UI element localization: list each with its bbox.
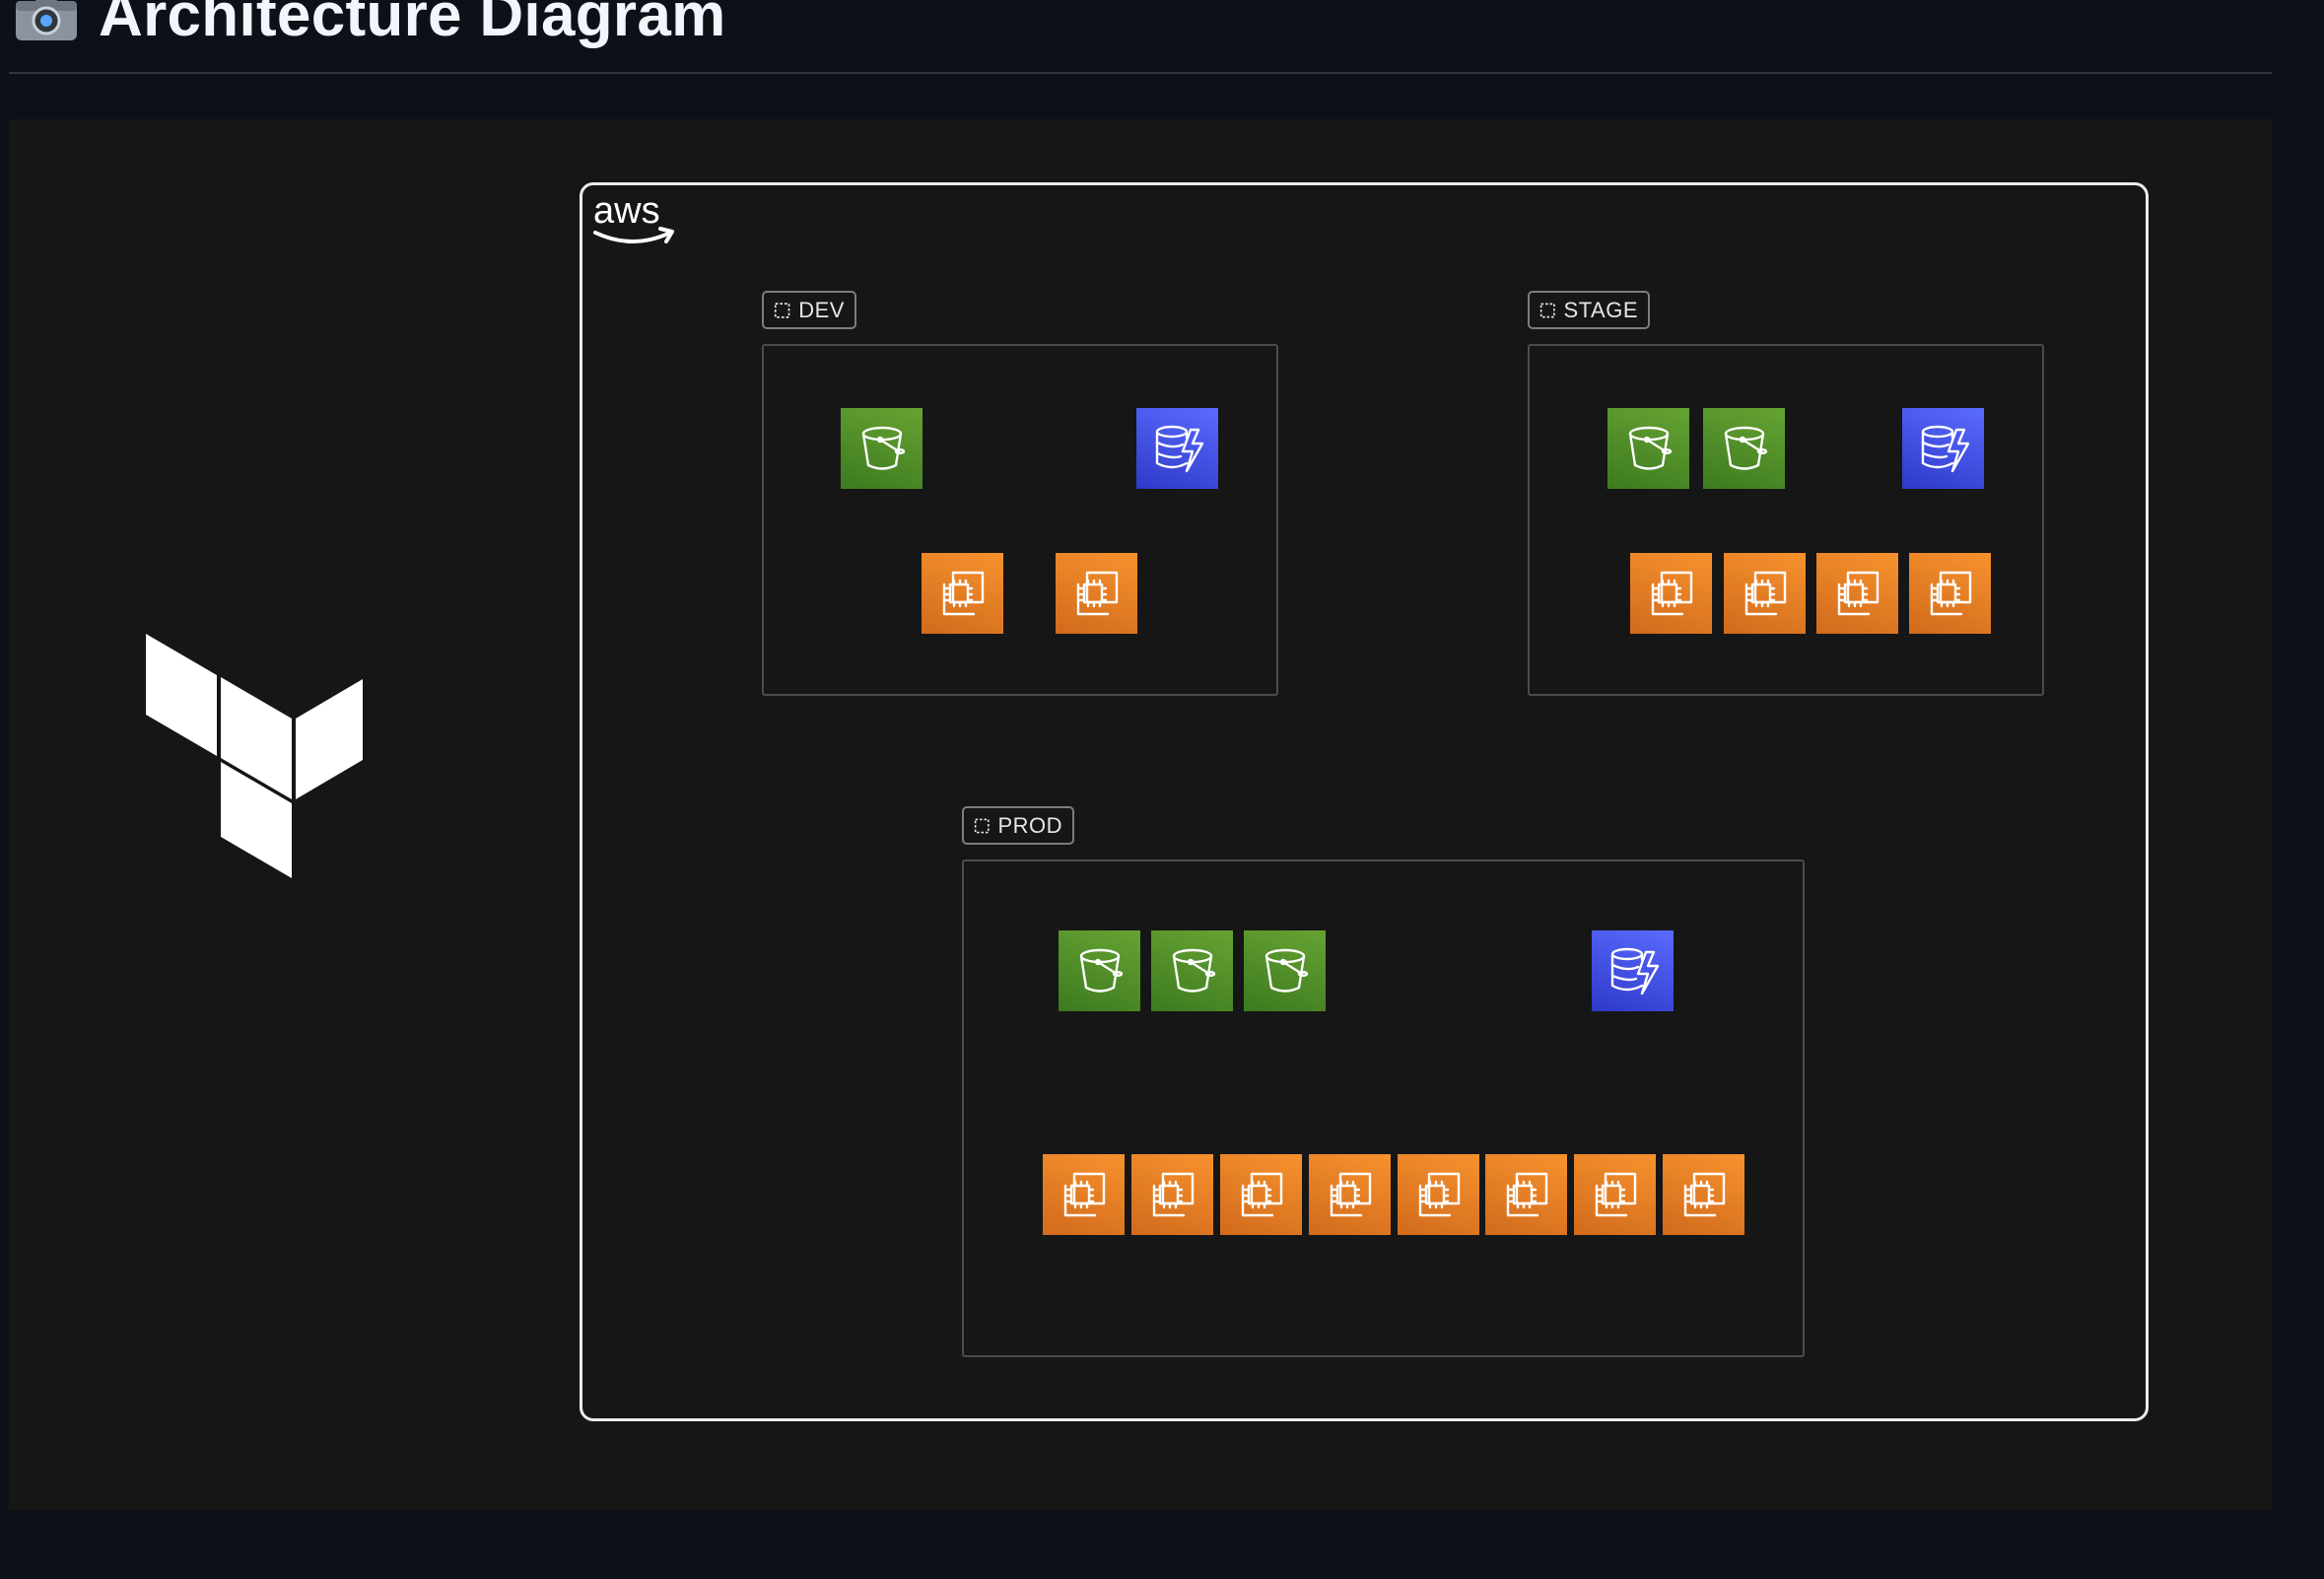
env-label-stage: STAGE: [1528, 291, 1650, 329]
ec2-instance-icon: [1663, 1154, 1744, 1235]
s3-bucket-icon: [1151, 930, 1233, 1011]
ec2-instance-icon: [1220, 1154, 1302, 1235]
camera-flash-icon: [14, 0, 79, 42]
ec2-instance-icon: [1816, 553, 1898, 634]
env-box-dev: [762, 344, 1278, 696]
env-box-stage: [1528, 344, 2044, 696]
env-label-text: DEV: [798, 297, 845, 322]
s3-bucket-icon: [1244, 930, 1326, 1011]
env-box-prod: [962, 859, 1805, 1357]
s3-bucket-icon: [841, 408, 923, 489]
s3-bucket-icon: [1703, 408, 1785, 489]
dynamodb-icon: [1902, 408, 1984, 489]
ec2-instance-icon: [1398, 1154, 1479, 1235]
aws-logo: aws: [593, 190, 674, 243]
env-label-dev: DEV: [762, 291, 856, 329]
env-label-text: STAGE: [1563, 297, 1638, 322]
env-label-text: PROD: [997, 812, 1062, 838]
env-label-prod: PROD: [962, 806, 1074, 845]
ec2-instance-icon: [1043, 1154, 1125, 1235]
aws-cloud-boundary: [580, 182, 2149, 1421]
dynamodb-icon: [1592, 930, 1674, 1011]
ec2-instance-icon: [1056, 553, 1137, 634]
ec2-instance-icon: [1909, 553, 1991, 634]
region-icon: [1539, 303, 1555, 317]
s3-bucket-icon: [1607, 408, 1689, 489]
heading-divider: [9, 72, 2272, 74]
region-icon: [774, 302, 790, 318]
s3-bucket-icon: [1059, 930, 1140, 1011]
ec2-instance-icon: [1131, 1154, 1213, 1235]
ec2-instance-icon: [1309, 1154, 1391, 1235]
dynamodb-icon: [1136, 408, 1218, 489]
page-title: Architecture Diagram: [99, 0, 726, 49]
ec2-instance-icon: [1485, 1154, 1567, 1235]
page-heading: Architecture Diagram: [14, 0, 726, 51]
ec2-instance-icon: [922, 553, 1003, 634]
ec2-instance-icon: [1630, 553, 1712, 634]
ec2-instance-icon: [1724, 553, 1806, 634]
aws-logo-text: aws: [593, 190, 660, 232]
ec2-instance-icon: [1574, 1154, 1656, 1235]
region-icon: [974, 818, 990, 833]
terraform-logo: [146, 634, 363, 878]
architecture-diagram-image: [9, 119, 2272, 1510]
